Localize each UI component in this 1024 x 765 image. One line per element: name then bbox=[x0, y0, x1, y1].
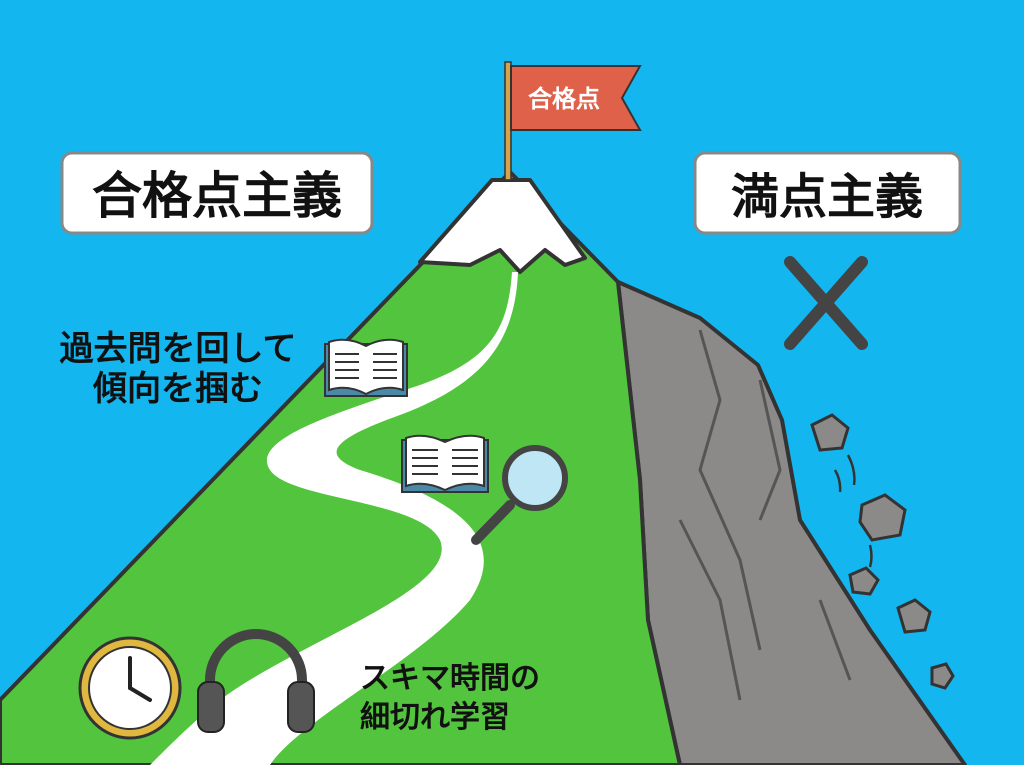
cross-icon bbox=[784, 256, 868, 350]
spare-time-line1: スキマ時間の bbox=[360, 661, 540, 696]
summit-flag: 合格点 bbox=[504, 61, 642, 181]
winding-path bbox=[150, 272, 518, 765]
magnifier-icon bbox=[471, 445, 568, 545]
flag-label: 合格点 bbox=[528, 85, 600, 113]
clock-icon bbox=[78, 636, 182, 740]
open-book-icon bbox=[401, 434, 489, 493]
spare-time-line2: 細切れ学習 bbox=[360, 700, 510, 735]
left-title-box: 合格点主義 bbox=[60, 151, 374, 235]
open-book-icon bbox=[324, 338, 408, 397]
right-title-box: 満点主義 bbox=[693, 151, 962, 235]
left-title: 合格点主義 bbox=[92, 167, 342, 225]
falling-rocks-icon bbox=[810, 413, 955, 690]
right-title: 満点主義 bbox=[731, 169, 923, 225]
snow-cap bbox=[418, 178, 587, 274]
past-exams-line2: 傾向を掴む bbox=[92, 369, 263, 409]
headphones-icon bbox=[197, 629, 315, 733]
past-exams-line1: 過去問を回して bbox=[60, 329, 297, 369]
